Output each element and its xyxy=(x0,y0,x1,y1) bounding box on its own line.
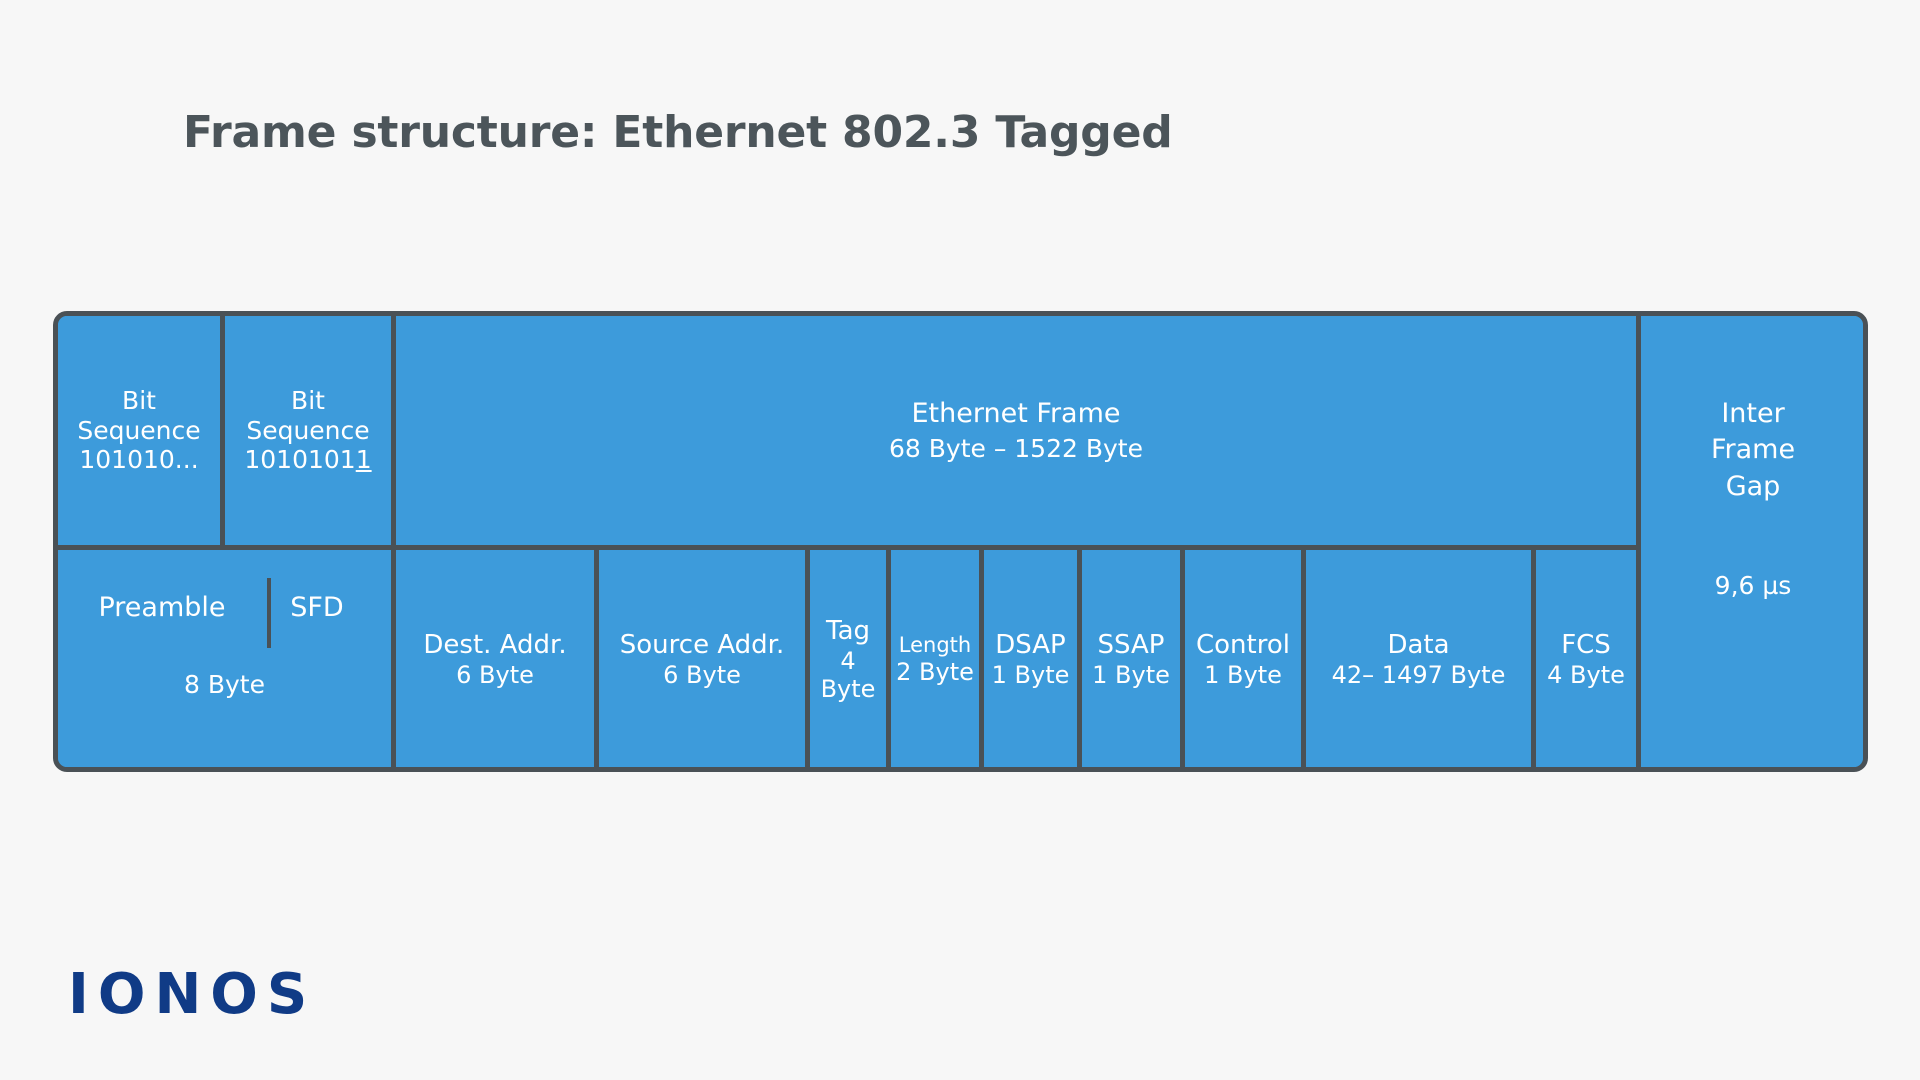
inter-frame-gap-line3: Gap xyxy=(1725,470,1781,502)
bit-sequence-sfd-line2: Sequence xyxy=(246,415,370,445)
ionos-logo: IONOS xyxy=(68,962,317,1027)
cell-dest-addr: Dest. Addr. 6 Byte xyxy=(396,550,594,767)
dsap-label: DSAP xyxy=(995,630,1066,660)
cell-dsap: DSAP 1 Byte xyxy=(984,550,1077,767)
page-title: Frame structure: Ethernet 802.3 Tagged xyxy=(183,107,1173,158)
bit-sequence-preamble-line2: Sequence xyxy=(77,415,201,445)
fcs-size: 4 Byte xyxy=(1547,660,1625,689)
cell-ssap: SSAP 1 Byte xyxy=(1082,550,1180,767)
divider-ethframe-ifg xyxy=(1636,316,1641,767)
length-size: 2 Byte xyxy=(896,657,974,686)
fcs-label: FCS xyxy=(1561,630,1611,660)
bit-sequence-preamble-value: 101010... xyxy=(79,445,199,475)
row-divider-left xyxy=(58,545,391,550)
preamble-sfd-divider xyxy=(267,578,271,648)
control-size: 1 Byte xyxy=(1204,660,1282,689)
divider-data-fcs xyxy=(1531,550,1536,767)
row-divider-right xyxy=(396,545,1641,550)
length-label: Length xyxy=(898,632,972,657)
data-size: 42– 1497 Byte xyxy=(1331,660,1506,689)
source-addr-size: 6 Byte xyxy=(663,660,741,689)
preamble-label: Preamble xyxy=(98,592,226,623)
source-addr-label: Source Addr. xyxy=(619,630,785,660)
ethernet-frame-label: Ethernet Frame xyxy=(911,397,1121,429)
divider-tag-length xyxy=(886,550,891,767)
dsap-size: 1 Byte xyxy=(991,660,1070,689)
inter-frame-gap-size: 9,6 µs xyxy=(1714,571,1792,601)
bit-sequence-preamble-line1: Bit xyxy=(122,386,156,416)
cell-bit-sequence-preamble: Bit Sequence 101010... xyxy=(58,316,220,545)
ssap-label: SSAP xyxy=(1097,630,1165,660)
preamble-sfd-size: 8 Byte xyxy=(184,670,265,699)
cell-length: Length 2 Byte xyxy=(891,550,979,767)
inter-frame-gap-line1: Inter xyxy=(1721,398,1785,429)
data-label: Data xyxy=(1387,630,1450,660)
control-label: Control xyxy=(1196,630,1290,660)
divider-control-data xyxy=(1301,550,1306,767)
cell-tag: Tag 4 Byte xyxy=(810,550,886,767)
ssap-size: 1 Byte xyxy=(1092,660,1170,689)
cell-preamble-sfd-group: Preamble SFD 8 Byte xyxy=(58,550,391,767)
divider-preamble-ethframe xyxy=(391,316,396,767)
divider-dest-src xyxy=(594,550,599,767)
cell-source-addr: Source Addr. 6 Byte xyxy=(599,550,805,767)
divider-dsap-ssap xyxy=(1077,550,1082,767)
cell-fcs: FCS 4 Byte xyxy=(1536,550,1636,767)
cell-data: Data 42– 1497 Byte xyxy=(1306,550,1531,767)
tag-size: 4 Byte xyxy=(820,646,876,703)
bit-sequence-sfd-value: 10101011 xyxy=(244,445,372,475)
bit-sequence-sfd-line1: Bit xyxy=(291,386,325,416)
dest-addr-label: Dest. Addr. xyxy=(423,630,567,660)
sfd-label: SFD xyxy=(290,592,344,623)
divider-ssap-control xyxy=(1180,550,1185,767)
dest-addr-size: 6 Byte xyxy=(456,660,534,689)
cell-inter-frame-gap: Inter Frame Gap 9,6 µs xyxy=(1641,316,1863,767)
inter-frame-gap-line2: Frame xyxy=(1710,434,1796,466)
cell-ethernet-frame: Ethernet Frame 68 Byte – 1522 Byte xyxy=(396,316,1636,545)
divider-src-tag xyxy=(805,550,810,767)
divider-length-dsap xyxy=(979,550,984,767)
ethernet-frame-size: 68 Byte – 1522 Byte xyxy=(889,433,1143,463)
ethernet-frame-diagram: Bit Sequence 101010... Bit Sequence 1010… xyxy=(53,311,1868,772)
cell-control: Control 1 Byte xyxy=(1185,550,1301,767)
divider-bitseq-1-2 xyxy=(220,316,225,545)
cell-bit-sequence-sfd: Bit Sequence 10101011 xyxy=(225,316,391,545)
tag-label: Tag xyxy=(825,615,870,646)
